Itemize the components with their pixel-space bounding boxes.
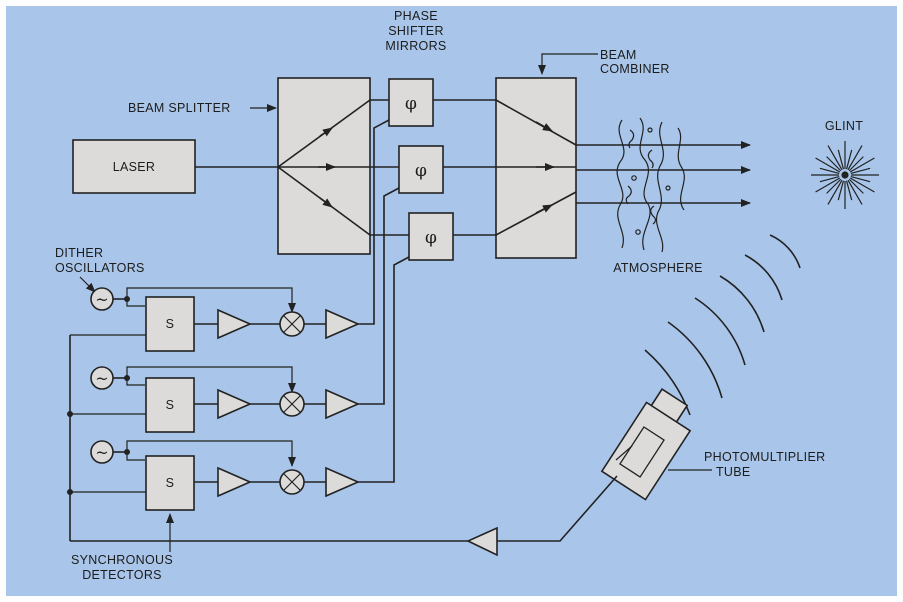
sync-detector-1 xyxy=(145,296,195,352)
osc-to-det-2 xyxy=(126,378,145,386)
glint-label: GLINT xyxy=(825,119,863,133)
glint-star xyxy=(811,141,879,209)
atmosphere-turbulence xyxy=(616,117,685,253)
combine-arrow-upper xyxy=(535,121,553,132)
sync-detector-3 xyxy=(145,455,195,511)
amp-6 xyxy=(325,466,360,498)
glint-ray xyxy=(819,167,840,175)
beam-combiner-label-1: BEAM xyxy=(600,48,637,62)
glint-ray xyxy=(848,178,864,194)
glint-ray xyxy=(845,180,853,201)
phase-shifter-3 xyxy=(408,212,454,261)
glint-ray xyxy=(837,149,845,170)
photomultiplier-tube xyxy=(600,387,692,501)
glint-ray xyxy=(847,145,863,171)
phase-symbol-2: φ xyxy=(415,161,427,181)
detector-symbol-2: S xyxy=(166,398,175,412)
ref-wire-3 xyxy=(126,440,296,467)
photomultiplier-label-1: PHOTOMULTIPLIER xyxy=(704,450,825,464)
glint-ray xyxy=(849,177,875,193)
channel-2: ~ S xyxy=(67,187,400,433)
laser-label: LASER xyxy=(113,160,156,174)
amp-1 xyxy=(217,308,252,340)
glint-ray xyxy=(850,175,871,183)
arrow-lower xyxy=(319,197,333,208)
glint-ray xyxy=(815,157,841,173)
combine-lower xyxy=(495,191,577,236)
osc-to-det-3 xyxy=(126,452,145,461)
phase-symbol-1: φ xyxy=(405,94,417,114)
glint-ray xyxy=(837,180,845,201)
phase-shifter-label-2: SHIFTER xyxy=(388,24,444,38)
phase-shifter-label-1: PHASE xyxy=(394,9,438,23)
phase-shifter-1 xyxy=(388,78,434,127)
amp-4 xyxy=(325,388,360,420)
mixer-cross-3 xyxy=(283,473,301,491)
arrow-upper xyxy=(319,127,333,137)
return-amplifier xyxy=(466,526,498,557)
osc-to-det-1 xyxy=(126,299,145,307)
oscillator-symbol-2: ~ xyxy=(95,369,108,388)
phase-symbol-3: φ xyxy=(425,228,437,248)
oscillator-symbol-1: ~ xyxy=(95,290,108,309)
dither-pointer xyxy=(79,276,96,293)
glint-ray xyxy=(827,179,843,205)
channel-3: ~ S xyxy=(67,256,410,511)
glint-ray xyxy=(826,156,842,172)
mixer-cross-2 xyxy=(283,395,301,413)
glint-ray xyxy=(849,157,875,173)
photomultiplier-label-2: TUBE xyxy=(716,465,751,479)
glint-ray xyxy=(827,145,843,171)
tube-inner-line xyxy=(615,445,633,461)
combine-arrow-lower xyxy=(535,204,553,214)
beam-combiner-label-2: COMBINER xyxy=(600,62,670,76)
diagram-background xyxy=(6,6,897,596)
dither-label-1: DITHER xyxy=(55,246,103,260)
ref-wire-1 xyxy=(126,287,296,313)
amp-2 xyxy=(325,308,360,340)
detector-symbol-3: S xyxy=(166,476,175,490)
glint-ray xyxy=(848,156,864,172)
atmosphere-label: ATMOSPHERE xyxy=(613,261,703,275)
channel-1: ~ S xyxy=(70,119,390,352)
sync-detectors-label-2: DETECTORS xyxy=(82,568,162,582)
feedback-wire-3 xyxy=(358,256,410,483)
glint-ray xyxy=(845,149,853,170)
beam-combiner-pointer xyxy=(538,53,598,75)
amp-3 xyxy=(217,388,252,420)
sync-detectors-label-1: SYNCHRONOUS xyxy=(71,553,173,567)
ref-wire-2 xyxy=(126,366,296,393)
phase-shifter-label-3: MIRRORS xyxy=(385,39,446,53)
beam-splitter-label: BEAM SPLITTER xyxy=(128,101,231,115)
glint-ray xyxy=(819,175,840,183)
detector-symbol-1: S xyxy=(166,317,175,331)
amp-5 xyxy=(217,466,252,498)
beam-splitter-box xyxy=(277,77,371,255)
glint-ray xyxy=(815,177,841,193)
tube-output-wire xyxy=(497,475,618,542)
laser-box xyxy=(72,139,196,194)
oscillator-symbol-3: ~ xyxy=(95,443,108,462)
glint-ray xyxy=(826,178,842,194)
mixer-cross-1 xyxy=(283,315,301,333)
feedback-wire-1 xyxy=(358,119,390,325)
beam-combiner-box xyxy=(495,77,577,259)
glint-center xyxy=(841,171,849,179)
feedback-wire-2 xyxy=(358,187,400,405)
sync-detector-2 xyxy=(145,377,195,433)
phase-shifter-2 xyxy=(398,145,444,194)
glint-ray xyxy=(847,179,863,205)
dither-label-2: OSCILLATORS xyxy=(55,261,145,275)
glint-ray xyxy=(850,167,871,175)
return-wave-arcs xyxy=(644,234,801,416)
